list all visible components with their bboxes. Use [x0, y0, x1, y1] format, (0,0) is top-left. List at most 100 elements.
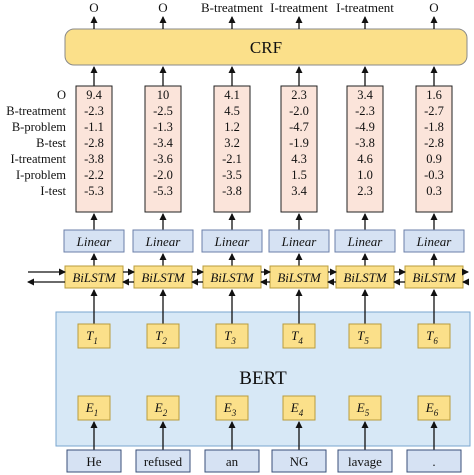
input-token-box: [271, 449, 327, 473]
score-value: -3.5: [222, 168, 242, 182]
output-label: O: [429, 0, 438, 15]
score-value: -4.9: [355, 120, 375, 134]
score-value: -1.9: [289, 136, 309, 150]
score-value: 1.0: [357, 168, 373, 182]
score-value: -5.3: [84, 184, 104, 198]
e-label: E5: [356, 400, 370, 418]
t-label: T5: [357, 328, 369, 346]
linear-layer-box: [403, 229, 465, 253]
bilstm-cell-box: [404, 265, 464, 289]
linear-label: Linear: [214, 234, 251, 249]
row-label-i-test: I-test: [40, 184, 66, 198]
score-value: -5.3: [153, 184, 173, 198]
score-value: -2.1: [222, 152, 242, 166]
score-value: -1.3: [153, 120, 173, 134]
output-label: O: [89, 0, 98, 15]
input-token-box: [135, 449, 191, 473]
bilstm-cell-box: [133, 265, 193, 289]
score-value: -2.0: [289, 104, 309, 118]
score-value: 2.3: [357, 184, 373, 198]
score-value: -1.8: [424, 120, 444, 134]
bilstm-label: BiLSTM: [343, 270, 388, 285]
input-token-box: [337, 449, 393, 473]
e-label: E1: [85, 400, 98, 418]
crf-layer: [64, 28, 468, 66]
score-vector-box: [75, 85, 113, 213]
score-value: -3.8: [84, 152, 104, 166]
t-output-box: [215, 323, 249, 349]
score-vector-box: [213, 85, 251, 213]
row-label-i-problem: I-problem: [16, 168, 66, 182]
input-token: NG: [290, 454, 309, 469]
score-value: 0.3: [426, 184, 442, 198]
e-embedding-box: [215, 395, 249, 421]
t-output-box: [282, 323, 316, 349]
bilstm-cell-box: [202, 265, 262, 289]
t-label: T3: [224, 328, 236, 346]
score-value: 10: [157, 88, 170, 102]
output-label: I-treatment: [336, 0, 394, 15]
bilstm-label: BiLSTM: [277, 270, 322, 285]
score-value: -2.8: [424, 136, 444, 150]
t-output-box: [348, 323, 382, 349]
t-output-box: [417, 323, 451, 349]
e-label: E2: [154, 400, 168, 418]
score-value: 3.4: [291, 184, 307, 198]
linear-layer-box: [334, 229, 396, 253]
input-token: He: [86, 454, 101, 469]
e-embedding-box: [348, 395, 382, 421]
linear-label: Linear: [347, 234, 384, 249]
output-label: O: [158, 0, 167, 15]
input-token-box: [204, 449, 260, 473]
score-value: 4.1: [224, 88, 240, 102]
linear-layer-box: [132, 229, 194, 253]
score-value: -4.7: [289, 120, 309, 134]
e-embedding-box: [77, 395, 111, 421]
bilstm-label: BiLSTM: [141, 270, 186, 285]
score-vector-box: [280, 85, 318, 213]
row-label-b-test: B-test: [36, 136, 66, 150]
linear-label: Linear: [416, 234, 453, 249]
bilstm-label: BiLSTM: [210, 270, 255, 285]
e-embedding-box: [282, 395, 316, 421]
score-value: 4.5: [224, 104, 240, 118]
row-label-i-treatment: I-treatment: [10, 152, 66, 166]
score-value: -2.3: [84, 104, 104, 118]
score-value: -3.4: [153, 136, 174, 150]
score-value: 9.4: [86, 88, 102, 102]
score-value: -2.8: [84, 136, 104, 150]
bilstm-cell-box: [335, 265, 395, 289]
t-label: T4: [291, 328, 303, 346]
e-label: E4: [290, 400, 304, 418]
t-output-box: [77, 323, 111, 349]
score-value: -2.3: [355, 104, 375, 118]
linear-label: Linear: [145, 234, 182, 249]
e-embedding-box: [146, 395, 180, 421]
score-value: -3.8: [355, 136, 375, 150]
score-value: -2.5: [153, 104, 173, 118]
linear-layer-box: [268, 229, 330, 253]
bilstm-cell-box: [64, 265, 124, 289]
score-vector-box: [346, 85, 384, 213]
t-label: T6: [426, 328, 438, 346]
score-value: 4.6: [357, 152, 373, 166]
score-value: 4.3: [291, 152, 307, 166]
t-label: T2: [155, 328, 167, 346]
score-vector-box: [144, 85, 182, 213]
input-token: refused: [144, 454, 183, 469]
bilstm-label: BiLSTM: [412, 270, 457, 285]
input-token: .: [432, 454, 435, 469]
input-token: lavage: [348, 454, 382, 469]
score-value: -2.7: [424, 104, 444, 118]
linear-label: Linear: [281, 234, 318, 249]
score-value: 1.2: [224, 120, 240, 134]
t-label: T1: [86, 328, 98, 346]
score-row-labels: O B-treatment B-problem B-test I-treatme…: [6, 88, 66, 198]
score-value: -1.1: [84, 120, 104, 134]
score-value: 3.2: [224, 136, 240, 150]
e-label: E3: [223, 400, 237, 418]
bilstm-label: BiLSTM: [72, 270, 117, 285]
score-vector-box: [415, 85, 453, 213]
row-label-o: O: [57, 88, 66, 102]
crf-label: CRF: [250, 38, 282, 57]
